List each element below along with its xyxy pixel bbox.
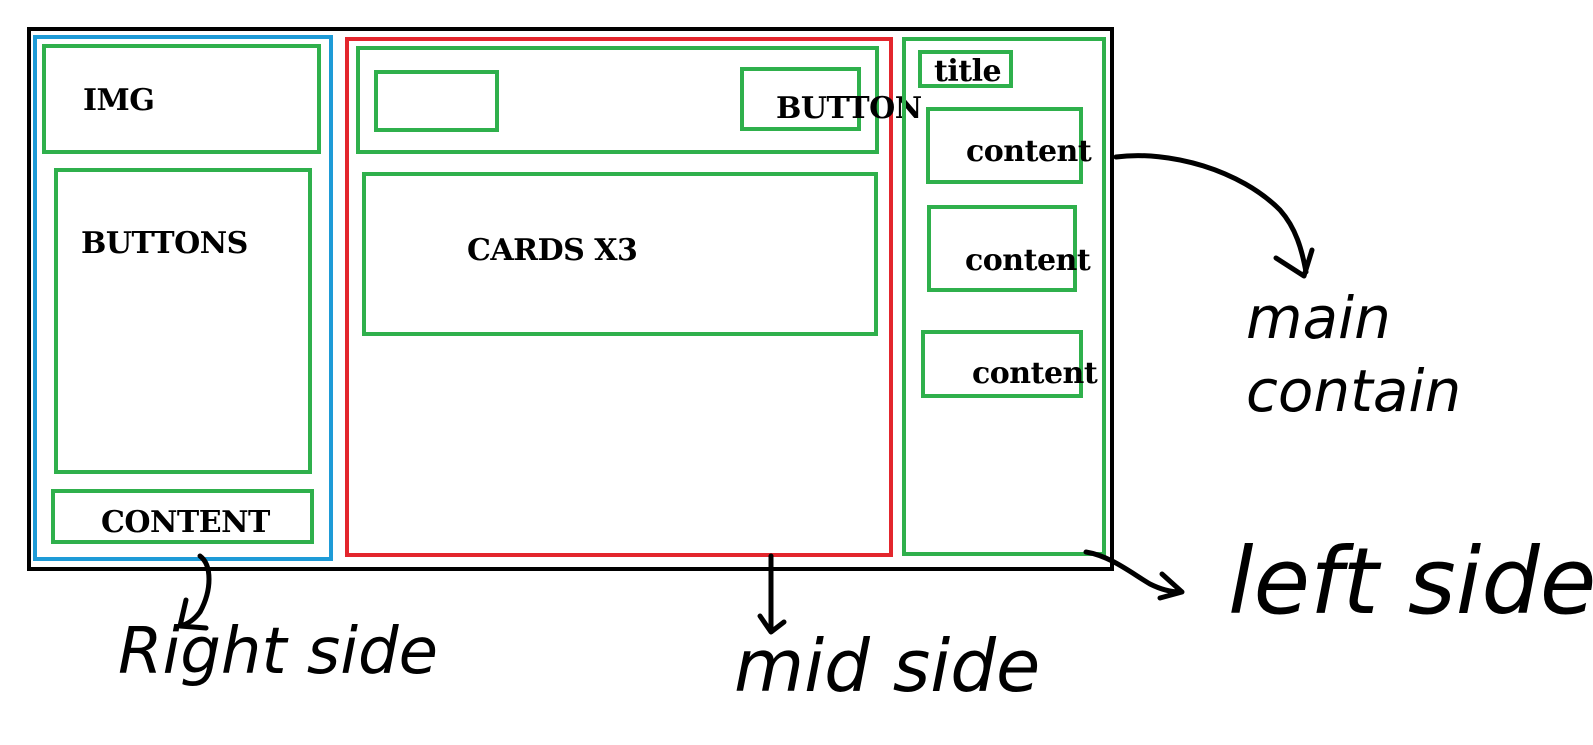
buttons-box: [54, 168, 312, 474]
cards-label: CARDS X3: [467, 233, 638, 268]
content-box-3: [921, 330, 1083, 398]
main-container-arrow: [1113, 153, 1315, 279]
content-label: CONTENT: [101, 505, 270, 540]
main-container-box: [27, 27, 1114, 571]
content-box-1: [926, 107, 1083, 184]
right-side-annotation: Right side: [118, 615, 438, 689]
button-label: BUTTON: [776, 91, 922, 126]
mid-header-box: [356, 46, 879, 154]
left-side-arrow: [1083, 549, 1185, 601]
content-label-1: content: [966, 134, 1092, 169]
content-box: [51, 489, 314, 544]
left-side-panel: [902, 37, 1106, 556]
content-box-2: [927, 205, 1077, 292]
cards-box: [362, 172, 878, 336]
main-container-annotation: main contain: [1246, 284, 1462, 425]
right-side-panel: [33, 35, 333, 561]
title-box: [918, 50, 1013, 88]
buttons-label: BUTTONS: [81, 226, 248, 261]
img-label: IMG: [83, 83, 155, 118]
content-label-3: content: [972, 356, 1098, 391]
mid-header-left-box: [374, 70, 499, 132]
left-side-annotation: left side: [1228, 528, 1593, 635]
title-label: title: [934, 54, 1002, 89]
mid-side-annotation: mid side: [734, 624, 1041, 708]
button-box: [740, 67, 861, 131]
content-label-2: content: [965, 243, 1091, 278]
right-side-arrow: [177, 553, 212, 631]
mid-side-arrow: [757, 553, 787, 635]
mid-side-panel: [345, 37, 893, 557]
img-box: [42, 44, 321, 154]
